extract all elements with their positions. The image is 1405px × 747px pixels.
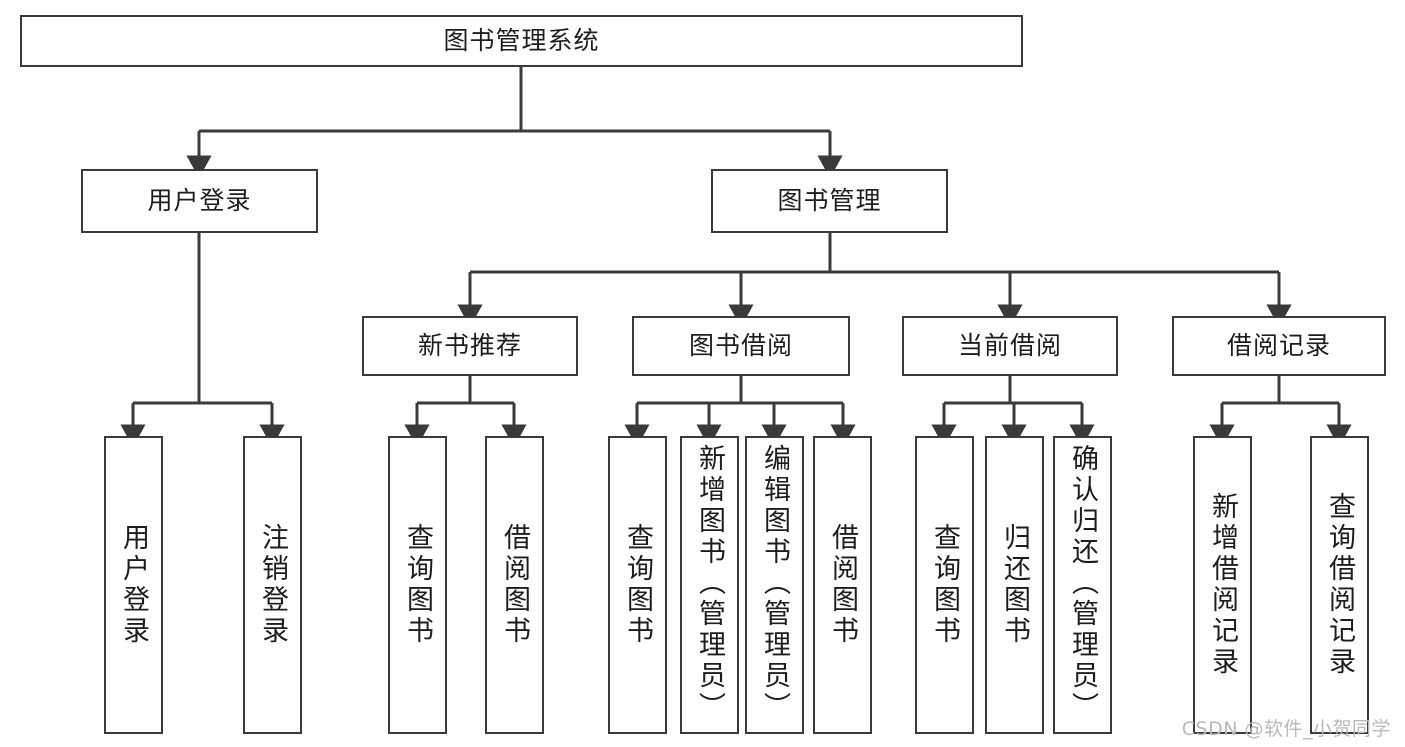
node-root-label: 图书管理系统: [443, 26, 600, 56]
leaf-borrow-book-1[interactable]: 借阅图书: [485, 436, 544, 734]
leaf-query-book-1[interactable]: 查询图书: [388, 436, 447, 734]
node-book-manage-label: 图书管理: [777, 186, 882, 216]
node-user-login-label: 用户登录: [147, 186, 252, 216]
leaf-confirm-return-label: 确认归还（管理员）: [1067, 444, 1098, 723]
node-current-borrow[interactable]: 当前借阅: [902, 316, 1118, 376]
leaf-query-book-1-label: 查询图书: [402, 523, 433, 647]
leaf-query-record[interactable]: 查询借阅记录: [1310, 436, 1369, 734]
csdn-watermark: CSDN @软件_小贺同学: [1181, 718, 1391, 740]
leaf-add-record-label: 新增借阅记录: [1207, 492, 1238, 678]
leaf-confirm-return[interactable]: 确认归还（管理员）: [1053, 436, 1112, 734]
node-book-manage[interactable]: 图书管理: [711, 169, 948, 233]
leaf-return-book-label: 归还图书: [999, 523, 1030, 647]
leaf-add-book-label: 新增图书（管理员）: [694, 444, 725, 723]
node-book-borrow[interactable]: 图书借阅: [632, 316, 850, 376]
leaf-query-book-2-label: 查询图书: [622, 523, 653, 647]
leaf-user-logout[interactable]: 注销登录: [243, 436, 302, 734]
leaf-user-login[interactable]: 用户登录: [104, 436, 163, 734]
leaf-borrow-book-2[interactable]: 借阅图书: [813, 436, 872, 734]
leaf-borrow-book-1-label: 借阅图书: [499, 523, 530, 647]
leaf-user-login-label: 用户登录: [118, 523, 149, 647]
leaf-add-book[interactable]: 新增图书（管理员）: [680, 436, 739, 734]
node-borrow-record[interactable]: 借阅记录: [1172, 316, 1386, 376]
node-current-borrow-label: 当前借阅: [957, 331, 1062, 361]
leaf-query-book-2[interactable]: 查询图书: [608, 436, 667, 734]
leaf-query-book-3[interactable]: 查询图书: [915, 436, 974, 734]
leaf-edit-book-label: 编辑图书（管理员）: [759, 444, 790, 723]
node-book-borrow-label: 图书借阅: [688, 331, 793, 361]
leaf-query-record-label: 查询借阅记录: [1324, 492, 1355, 678]
node-borrow-record-label: 借阅记录: [1226, 331, 1331, 361]
leaf-return-book[interactable]: 归还图书: [985, 436, 1044, 734]
node-new-book-recommend-label: 新书推荐: [417, 331, 522, 361]
node-new-book-recommend[interactable]: 新书推荐: [362, 316, 578, 376]
node-root[interactable]: 图书管理系统: [20, 15, 1023, 67]
leaf-add-record[interactable]: 新增借阅记录: [1193, 436, 1252, 734]
leaf-query-book-3-label: 查询图书: [929, 523, 960, 647]
leaf-user-logout-label: 注销登录: [257, 523, 288, 647]
leaf-borrow-book-2-label: 借阅图书: [827, 523, 858, 647]
node-user-login[interactable]: 用户登录: [81, 169, 318, 233]
leaf-edit-book[interactable]: 编辑图书（管理员）: [745, 436, 804, 734]
